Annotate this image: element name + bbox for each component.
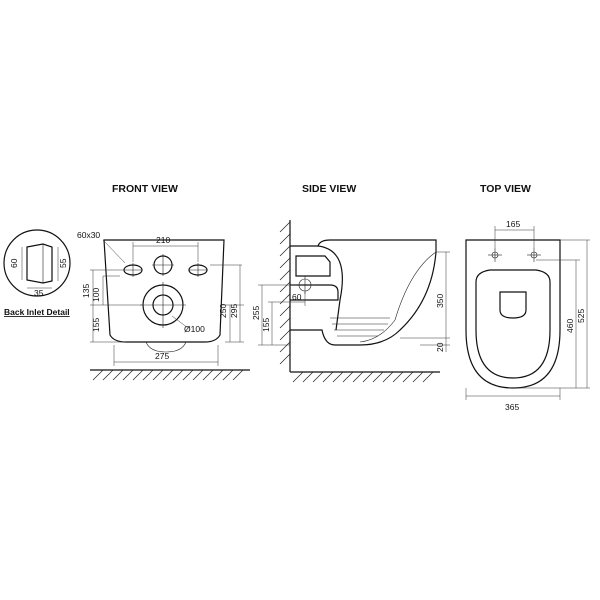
detail-dim-35: 35 bbox=[34, 288, 44, 298]
front-dim-295: 295 bbox=[229, 304, 239, 318]
top-seat-outline bbox=[475, 269, 551, 379]
front-width-275: 275 bbox=[155, 351, 169, 361]
top-dim-525: 525 bbox=[576, 309, 586, 323]
side-outlet bbox=[290, 284, 339, 301]
side-dim-350: 350 bbox=[435, 294, 445, 308]
top-dim-460: 460 bbox=[565, 319, 575, 333]
inlet-shape bbox=[26, 243, 53, 284]
slot-size-label: 60x30 bbox=[77, 230, 100, 240]
front-dim-135: 135 bbox=[81, 284, 91, 298]
back-inlet-detail: 60 55 35 Back Inlet Detail bbox=[3, 229, 71, 317]
top-width-165: 165 bbox=[506, 219, 520, 229]
top-outer-outline bbox=[465, 239, 561, 389]
detail-circle bbox=[3, 229, 71, 297]
front-dim-155: 155 bbox=[91, 318, 101, 332]
side-dim-60: 60 bbox=[292, 292, 302, 302]
side-dim-255: 255 bbox=[251, 306, 261, 320]
top-view: 165 365 460 525 bbox=[465, 219, 590, 412]
front-bowl-body bbox=[103, 239, 225, 343]
front-view-title: FRONT VIEW bbox=[112, 183, 178, 195]
side-dim-155: 155 bbox=[261, 318, 271, 332]
top-width-365: 365 bbox=[505, 402, 519, 412]
side-bowl-body bbox=[290, 239, 437, 346]
detail-dim-55: 55 bbox=[58, 258, 68, 268]
detail-dim-60: 60 bbox=[9, 258, 19, 268]
side-rim-curve bbox=[359, 251, 437, 343]
side-view: 60 255 155 350 20 bbox=[251, 220, 450, 383]
front-dim-250: 250 bbox=[218, 304, 228, 318]
side-inner-bowl bbox=[317, 245, 343, 331]
detail-label: Back Inlet Detail bbox=[4, 307, 70, 317]
side-inlet bbox=[295, 255, 331, 277]
front-width-210: 210 bbox=[156, 235, 170, 245]
top-bowl-opening bbox=[499, 291, 527, 319]
side-view-title: SIDE VIEW bbox=[302, 183, 356, 195]
front-view: 60x30 Ø100 210 275 135 100 155 250 295 bbox=[77, 230, 250, 381]
top-view-title: TOP VIEW bbox=[480, 183, 531, 195]
front-dim-100: 100 bbox=[91, 288, 101, 302]
side-dim-20: 20 bbox=[435, 342, 445, 352]
front-outlet-curve bbox=[145, 341, 187, 353]
outlet-diameter-label: Ø100 bbox=[184, 324, 205, 334]
